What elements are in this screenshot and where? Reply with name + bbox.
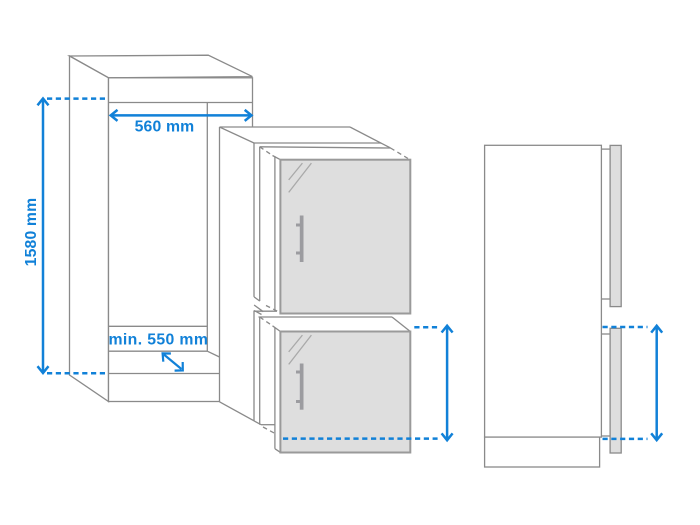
- svg-text:560 mm: 560 mm: [135, 119, 195, 136]
- svg-text:1580 mm: 1580 mm: [23, 198, 40, 267]
- svg-text:min. 550 mm: min. 550 mm: [109, 332, 209, 349]
